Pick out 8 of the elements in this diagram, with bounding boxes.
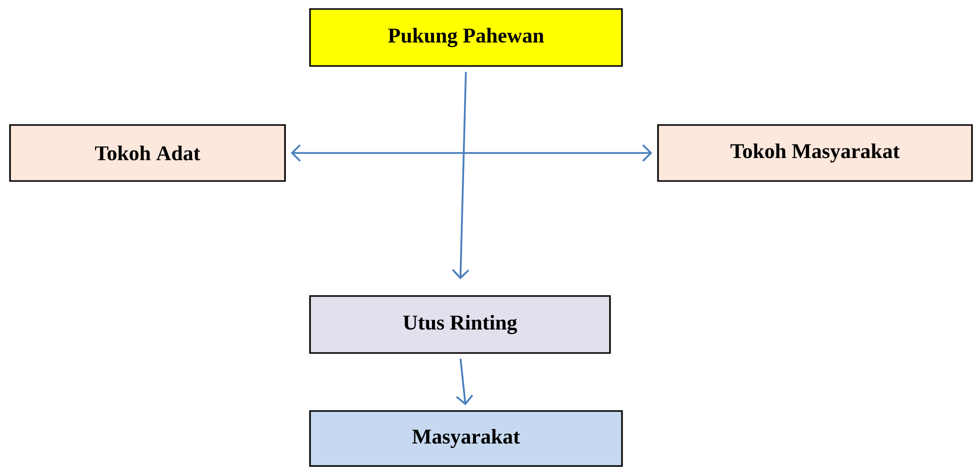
arrow	[456, 358, 474, 406]
arrow	[290, 144, 652, 162]
process-box: Masyarakat	[309, 410, 623, 467]
arrow	[452, 72, 470, 280]
process-box: Tokoh Masyarakat	[657, 124, 973, 182]
process-box: Tokoh Adat	[9, 124, 286, 182]
process-box: Utus Rinting	[309, 295, 611, 354]
process-box: Pukung Pahewan	[309, 8, 623, 67]
